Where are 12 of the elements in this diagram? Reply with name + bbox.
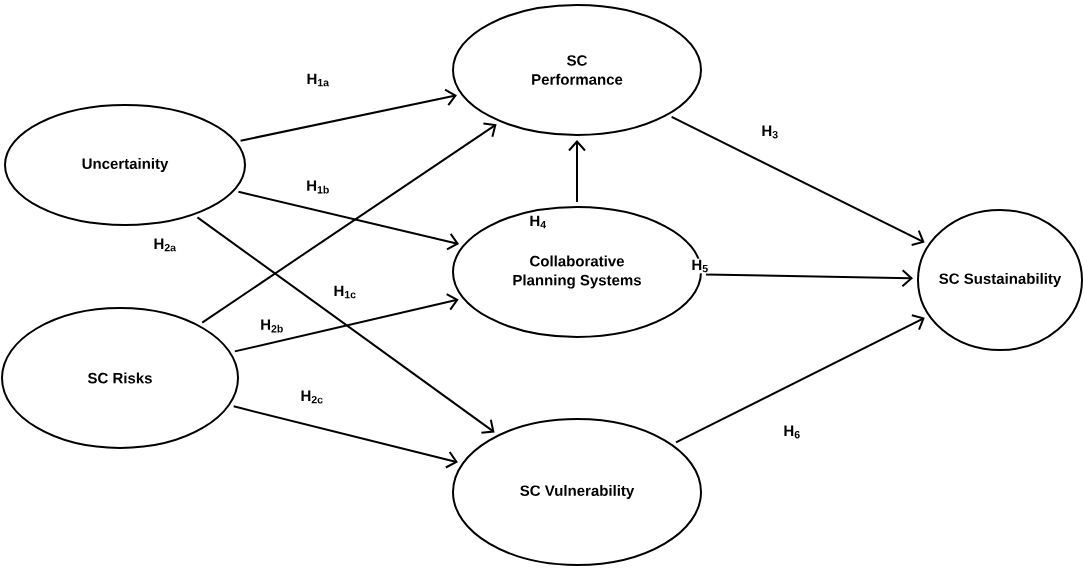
edge-label: H$_{2b}$ (259, 318, 285, 334)
arrow (670, 115, 925, 247)
arrow (704, 269, 914, 288)
arrow (196, 216, 495, 434)
arrow (233, 293, 459, 353)
arrow (239, 88, 457, 142)
arrow (568, 140, 586, 203)
arrow (232, 405, 458, 469)
edge-label: H$_{1b}$ (305, 179, 331, 195)
arrow (201, 122, 497, 324)
arrow (675, 314, 925, 444)
arrow (237, 190, 460, 251)
